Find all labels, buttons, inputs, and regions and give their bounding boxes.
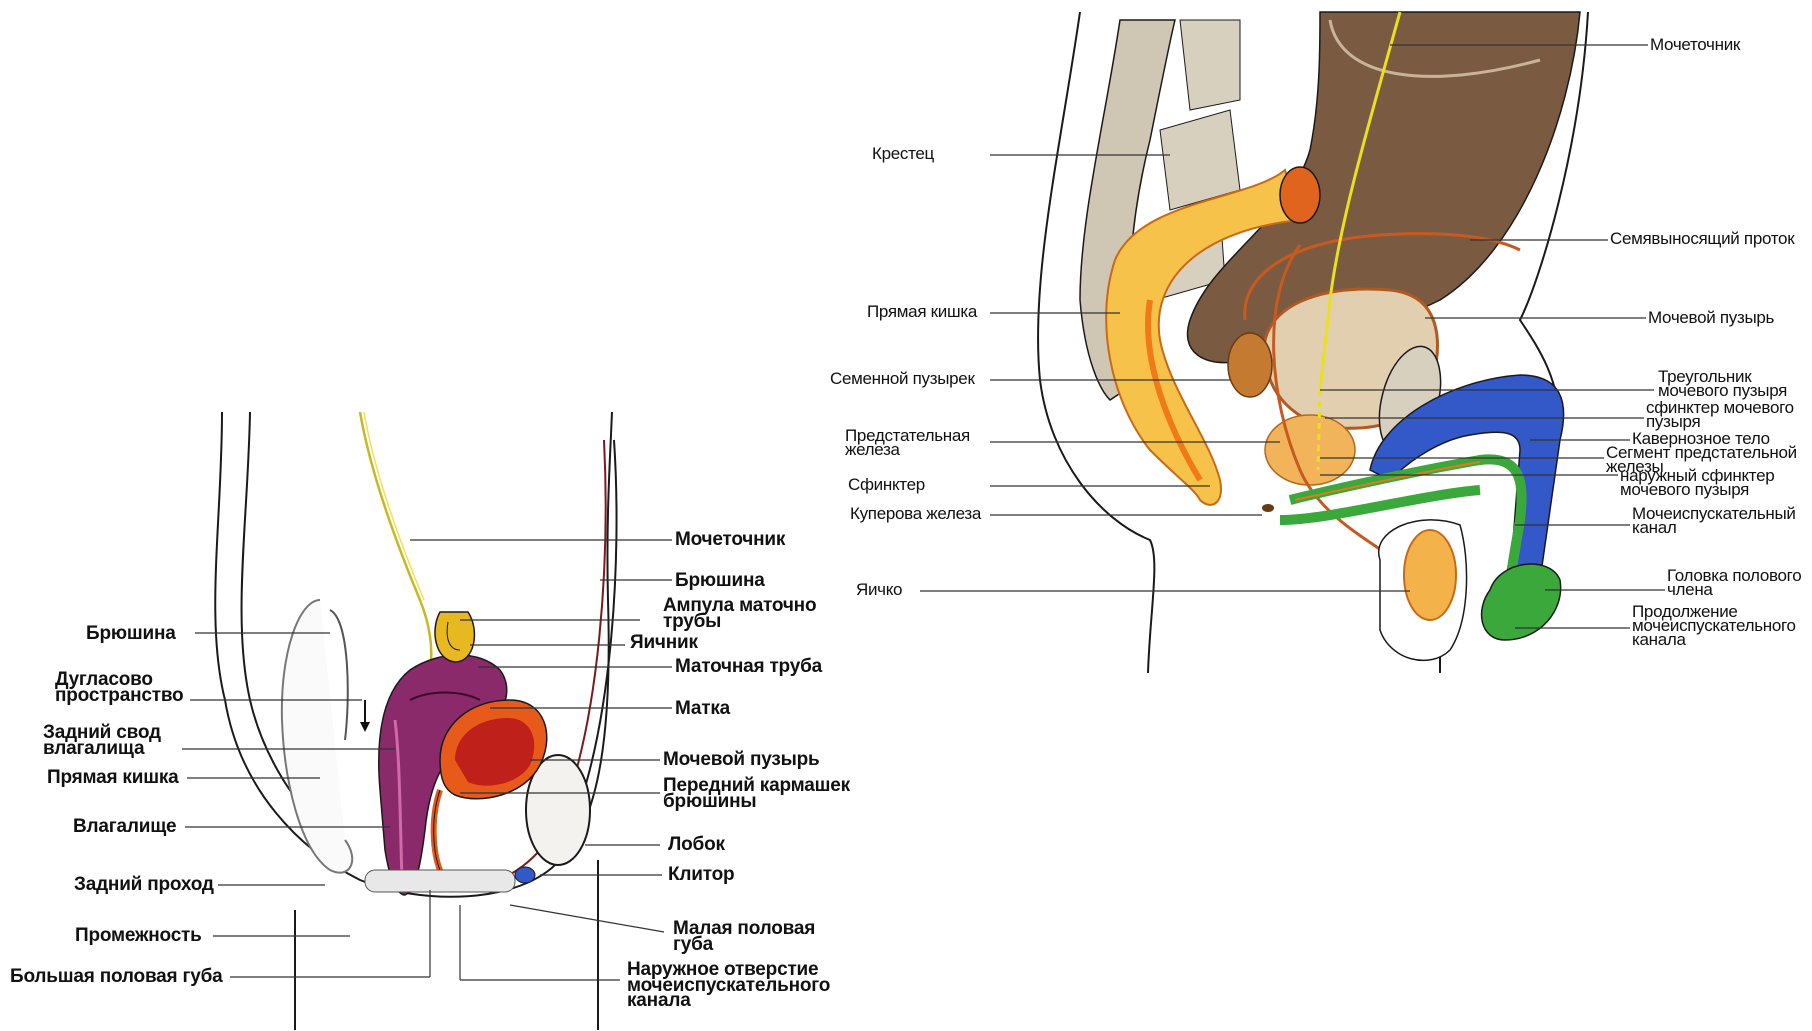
label-ureter-female: Мочеточник xyxy=(675,530,785,549)
label-fallopian-tube: Маточная труба xyxy=(675,657,822,676)
label-rectum-female: Прямая кишка xyxy=(47,768,179,787)
label-perineum: Промежность xyxy=(75,926,202,945)
label-trigone: Треугольникмочевого пузыря xyxy=(1658,370,1787,398)
label-testis: Яичко xyxy=(856,581,902,598)
label-douglas-space: Дугласовопространство xyxy=(55,672,183,703)
female-clitoris-drawing xyxy=(515,867,535,883)
label-labia-minora: Малая половаягуба xyxy=(673,921,815,952)
label-anterior-pouch: Передний кармашекбрюшины xyxy=(663,778,850,809)
label-ovary: Яичник xyxy=(630,633,698,652)
label-uterus: Матка xyxy=(675,699,730,718)
label-anus: Задний проход xyxy=(74,875,214,894)
label-prostate: Предстательнаяжелеза xyxy=(845,429,970,457)
female-perineum-drawing xyxy=(365,870,515,892)
label-vas-deferens: Семявыносящий проток xyxy=(1610,230,1794,247)
label-glans: Головка половогочлена xyxy=(1667,569,1801,597)
label-urethral-opening: Наружное отверстиемочеиспускательногокан… xyxy=(627,962,830,1009)
label-ureter-male: Мочеточник xyxy=(1650,36,1740,53)
label-rectum-male: Прямая кишка xyxy=(867,303,977,320)
label-sphincter: Сфинктер xyxy=(848,476,925,493)
label-vagina: Влагалище xyxy=(73,817,176,836)
label-ampulla: Ампула маточнотрубы xyxy=(663,598,816,629)
label-sacrum: Крестец xyxy=(872,145,934,162)
label-bladder-male: Мочевой пузырь xyxy=(1648,309,1774,326)
female-ureter-drawing xyxy=(360,412,431,700)
label-clitoris: Клитор xyxy=(668,865,734,884)
label-peritoneum-left: Брюшина xyxy=(86,624,176,643)
male-pelvis-drawing xyxy=(1038,12,1588,673)
label-posterior-fornix: Задний сводвлагалища xyxy=(43,725,161,756)
label-cowper-gland: Куперова железа xyxy=(850,505,981,522)
label-seminal-vesicle: Семенной пузырек xyxy=(830,370,975,387)
label-peritoneum-right: Брюшина xyxy=(675,571,765,590)
label-pubis: Лобок xyxy=(668,835,725,854)
label-external-sphincter: наружный сфинктермочевого пузыря xyxy=(1620,469,1774,497)
label-urethra-continuation: Продолжениемочеиспускательногоканала xyxy=(1632,605,1796,647)
label-bladder-sphincter: сфинктер мочевогопузыря xyxy=(1646,401,1794,429)
label-urethra: Мочеиспускательныйканал xyxy=(1632,507,1796,535)
label-labia-majora: Большая половая губа xyxy=(10,967,223,986)
label-bladder-female: Мочевой пузырь xyxy=(663,750,820,769)
